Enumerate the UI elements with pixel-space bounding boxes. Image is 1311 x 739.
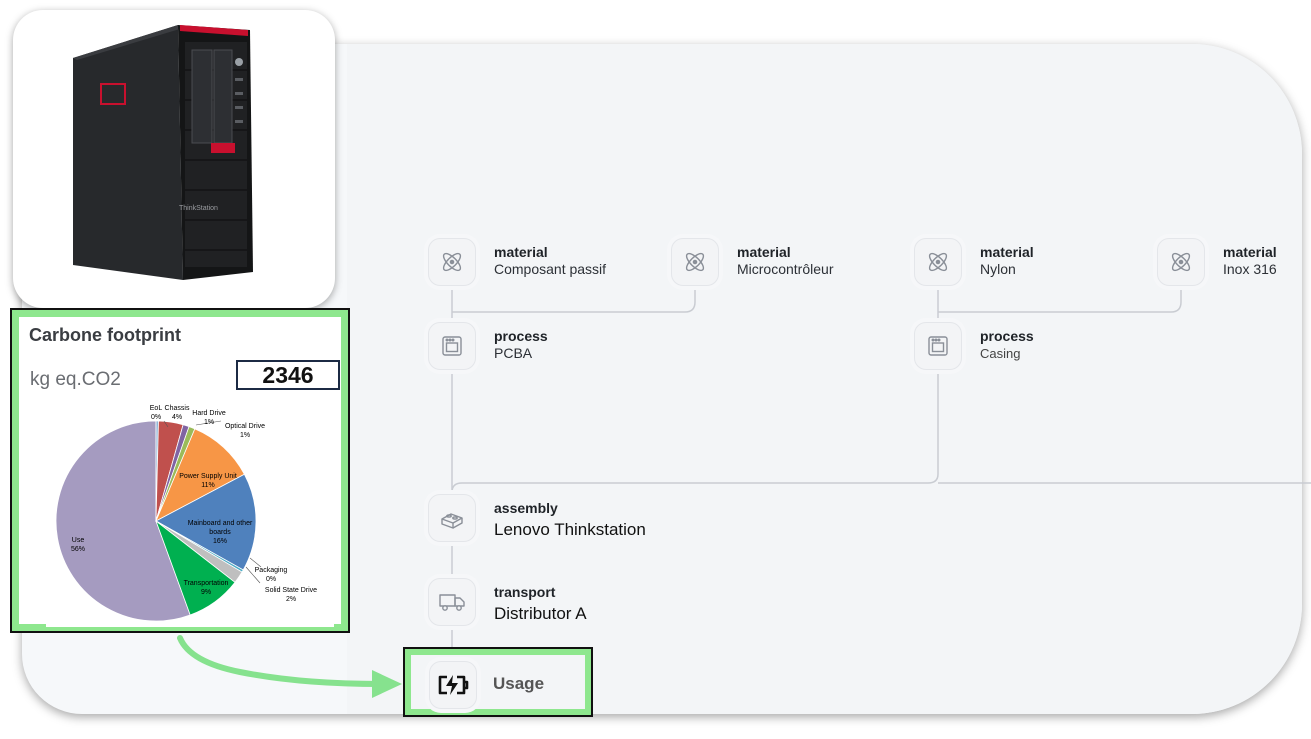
carbon-footprint-inner: Carbone footprint kg eq.CO2 2346 EoL 0% … — [19, 317, 341, 627]
pie-label-mainboard-pct: 16% — [213, 538, 227, 545]
node-name: Lenovo Thinkstation — [494, 520, 646, 539]
node-name: Composant passif — [494, 261, 607, 277]
pie-slice-transportation — [155, 519, 236, 616]
workstation-image: ThinkStation — [73, 25, 253, 280]
connector-material4-process2 — [938, 286, 1182, 313]
pie-label-chassis-pct: 4% — [172, 414, 182, 421]
material-node-inox-316[interactable]: material Inox 316 — [1157, 238, 1277, 286]
atom-icon — [1157, 238, 1205, 286]
pie-label-psu-pct: 11% — [201, 482, 215, 489]
node-name: Distributor A — [494, 604, 587, 623]
pie-label-chassis: Chassis — [165, 405, 190, 412]
node-kind: process — [980, 328, 1034, 344]
truck-icon — [428, 578, 476, 626]
usage-label: Usage — [493, 674, 545, 693]
node-name: Casing — [980, 346, 1021, 361]
node-kind: material — [737, 244, 791, 260]
pie-slice-use — [55, 420, 191, 622]
pie-label-transportation: Transportation — [184, 580, 229, 587]
oven-icon — [914, 322, 962, 370]
node-kind: material — [1223, 244, 1277, 260]
node-kind: material — [494, 244, 548, 260]
node-kind: assembly — [494, 500, 558, 516]
pie-label-optical-drive-pct: 1% — [240, 432, 250, 439]
pie-label-eol: EoL — [150, 405, 163, 412]
connector-process2-assembly — [451, 370, 939, 493]
atom-icon — [671, 238, 719, 286]
node-kind: transport — [494, 584, 556, 600]
node-kind: material — [980, 244, 1034, 260]
pie-label-packaging-pct: 0% — [266, 576, 276, 583]
carbon-value: 2346 — [236, 360, 340, 390]
pie-slice-mainboard-and-other-boards — [155, 473, 257, 571]
pie-label-hard-drive-pct: 1% — [204, 419, 214, 426]
pie-label-mainboard: Mainboard and other — [188, 520, 253, 527]
usage-node[interactable]: Usage — [403, 647, 593, 717]
pie-label-hard-drive: Hard Drive — [192, 410, 226, 417]
pie-label-ssd: Solid State Drive — [265, 587, 317, 594]
pie-label-optical-drive: Optical Drive — [225, 423, 265, 430]
pie-slice-power-supply-unit — [155, 428, 245, 522]
pie-label-mainboard-2: boards — [209, 529, 231, 536]
pie-label-packaging: Packaging — [255, 567, 288, 574]
pie-label-use-pct: 56% — [71, 546, 85, 553]
pie-chart: EoL 0% Chassis 4% Hard Drive 1% Optical … — [55, 405, 317, 622]
process-node-pcba[interactable]: process PCBA — [428, 322, 548, 370]
node-name: Nylon — [980, 261, 1016, 277]
node-name: PCBA — [494, 345, 533, 361]
carbon-footprint-card: Carbone footprint kg eq.CO2 2346 EoL 0% … — [10, 308, 350, 633]
material-node-microcontroleur[interactable]: material Microcontrôleur — [671, 238, 833, 286]
carbon-title: Carbone footprint — [29, 325, 181, 345]
pie-label-transportation-pct: 9% — [201, 589, 211, 596]
material-node-composant-passif[interactable]: material Composant passif — [428, 238, 606, 286]
pie-label-psu: Power Supply Unit — [179, 473, 237, 480]
node-name: Microcontrôleur — [737, 261, 834, 277]
transport-node[interactable]: transport Distributor A — [428, 578, 587, 626]
process-node-casing[interactable]: process Casing — [914, 322, 1034, 370]
oven-icon — [428, 322, 476, 370]
assembly-node[interactable]: assembly Lenovo Thinkstation — [428, 494, 646, 542]
node-kind: process — [494, 328, 548, 344]
usage-node-inner: Usage — [411, 655, 585, 709]
node-name: Inox 316 — [1223, 261, 1277, 277]
pie-label-use: Use — [72, 537, 85, 544]
product-image-card: ThinkStation — [13, 10, 335, 308]
pie-label-eol-pct: 0% — [151, 414, 161, 421]
pie-label-ssd-pct: 2% — [286, 596, 296, 603]
brand-logo-text: ThinkStation — [179, 205, 218, 212]
atom-icon — [428, 238, 476, 286]
battery-charging-icon — [429, 661, 477, 709]
flow-canvas — [347, 44, 1302, 714]
connector-material2-process1 — [452, 286, 696, 313]
atom-icon — [914, 238, 962, 286]
carbon-unit: kg eq.CO2 — [30, 369, 121, 390]
material-node-nylon[interactable]: material Nylon — [914, 238, 1034, 286]
pie-chart-panel: EoL 0% Chassis 4% Hard Drive 1% Optical … — [46, 391, 334, 627]
brick-icon — [428, 494, 476, 542]
